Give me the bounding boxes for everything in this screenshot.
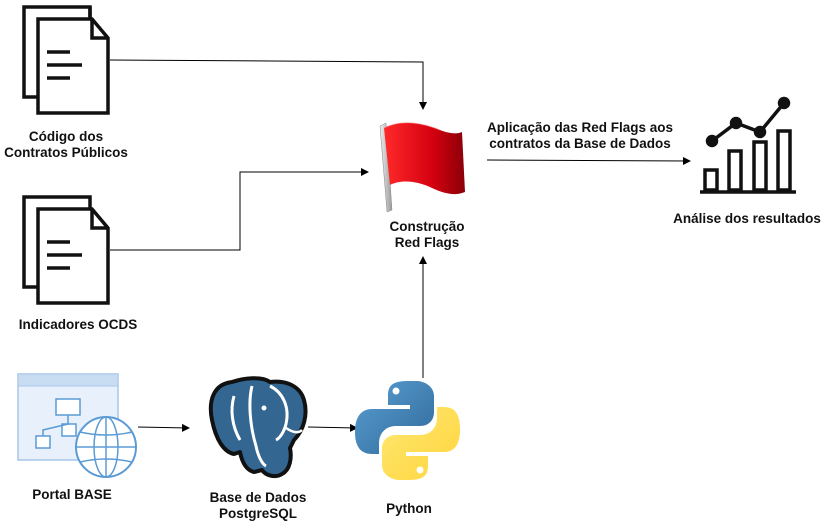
label-codigo-line2: Contratos Públicos [4, 145, 128, 160]
label-python-text: Python [386, 501, 432, 516]
connectors [109, 59, 691, 432]
label-portal-text: Portal BASE [32, 487, 112, 502]
label-analise-text: Análise dos resultados [673, 211, 821, 226]
edge-codigo-to-construcao [109, 59, 427, 110]
label-portal: Portal BASE [20, 487, 124, 503]
label-base-line2: PostgreSQL [218, 506, 297, 521]
label-aplicacao-line1: Aplicação das Red Flags aos [486, 120, 674, 135]
red-flag-icon [379, 122, 465, 213]
label-codigo-line1: Código dos [28, 129, 104, 144]
label-construcao-line1: Construção [389, 219, 465, 234]
label-indicadores: Indicadores OCDS [0, 317, 156, 333]
document-icon [22, 195, 110, 305]
sitemap-globe-icon [17, 373, 137, 478]
label-construcao: Construção Red Flags [368, 219, 486, 251]
label-indicadores-text: Indicadores OCDS [18, 317, 138, 332]
label-aplicacao-line2: contratos da Base de Dados [489, 136, 671, 151]
label-construcao-line2: Red Flags [394, 235, 460, 250]
document-icon [22, 5, 110, 115]
python-logo-icon [355, 381, 460, 480]
label-python: Python [368, 501, 450, 517]
edge-base-to-python [307, 423, 358, 432]
label-codigo: Código dos Contratos Públicos [0, 129, 132, 161]
edge-construcao-to-analise [486, 156, 691, 165]
label-aplicacao: Aplicação das Red Flags aos contratos da… [472, 120, 688, 152]
label-analise: Análise dos resultados [666, 211, 828, 227]
edge-portal-to-base [137, 423, 190, 432]
edge-indicadores-to-construcao [110, 168, 369, 251]
postgresql-elephant-icon [208, 376, 308, 479]
label-base-line1: Base de Dados [209, 490, 307, 505]
bar-line-chart-icon [700, 96, 796, 194]
label-base-de-dados: Base de Dados PostgreSQL [198, 490, 318, 522]
